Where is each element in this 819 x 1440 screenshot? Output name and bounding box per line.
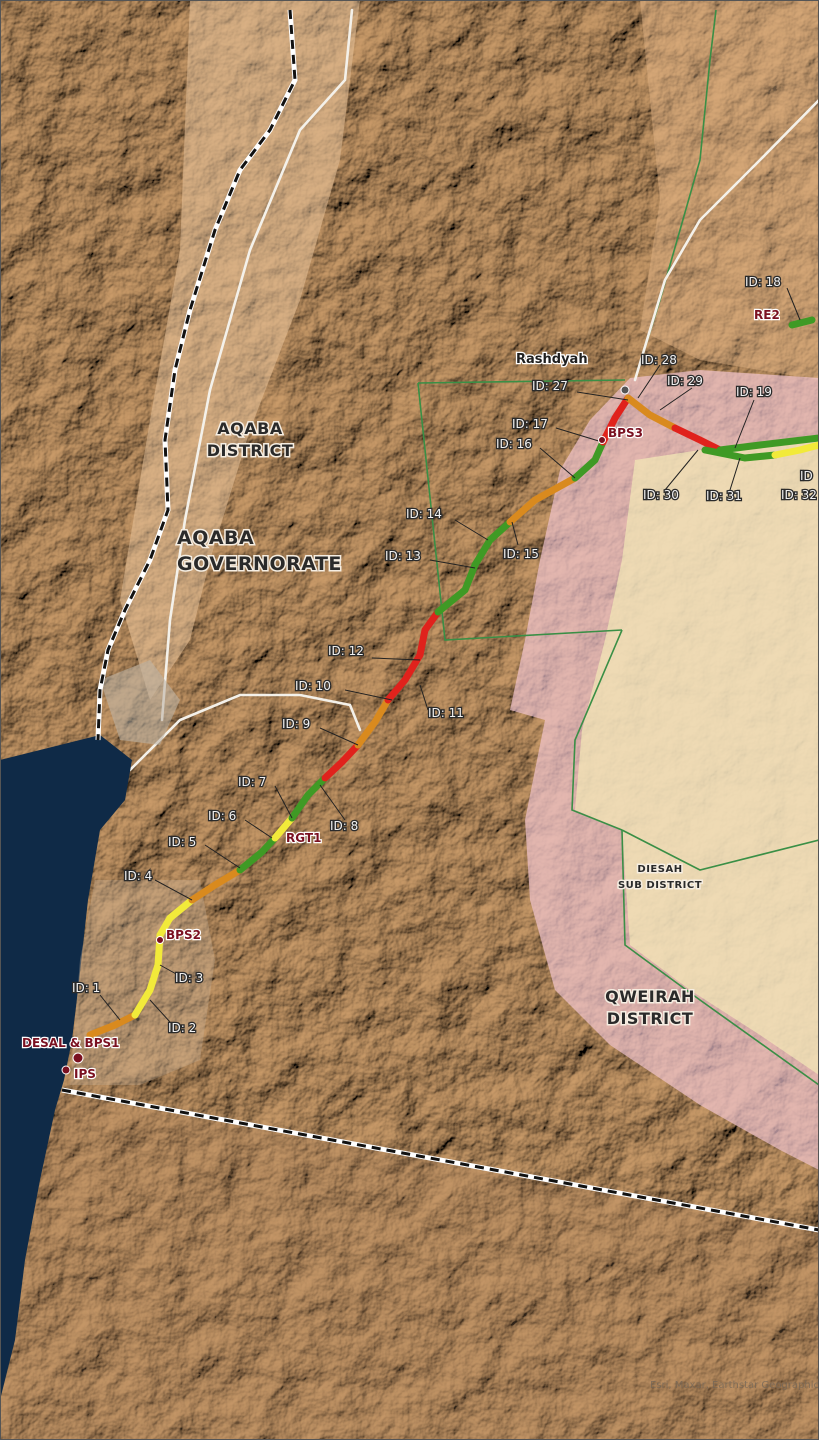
segment-9 xyxy=(354,696,392,749)
facility-labels: DESAL & BPS1 IPS BPS2 RGT1 BPS3 RE2 xyxy=(21,307,781,1082)
diesah-subdistrict-area xyxy=(575,440,819,1075)
id-label-7: ID: 7 xyxy=(238,775,266,789)
bps2-label: BPS2 xyxy=(166,928,201,942)
segment-14 xyxy=(506,474,579,526)
segment-18 xyxy=(788,316,816,329)
segment-16 xyxy=(599,394,632,446)
admin-labels: AQABA DISTRICT AQABA GOVERNORATE QWEIRAH… xyxy=(176,351,704,1030)
re2-label: RE2 xyxy=(754,308,780,322)
coastal-plain xyxy=(0,1090,819,1440)
leader-lines xyxy=(99,287,801,1023)
id-label-30: ID: 30 xyxy=(643,488,679,502)
ips-marker xyxy=(61,1065,71,1075)
rashdyah-label: Rashdyah xyxy=(516,352,588,367)
id-label-18: ID: 18 xyxy=(745,275,781,289)
id-label-17: ID: 17 xyxy=(512,417,548,431)
id-label-cut: ID xyxy=(800,469,813,483)
id-label-2: ID: 2 xyxy=(168,1021,196,1035)
admin-boundaries xyxy=(417,9,819,1086)
id-label-6: ID: 6 xyxy=(208,809,236,823)
qweirah-district-label-2: DISTRICT xyxy=(607,1009,694,1028)
facility-markers xyxy=(61,385,630,1075)
aqaba-district-label-1: AQABA xyxy=(217,419,283,438)
sand-plain-north xyxy=(120,0,360,700)
bps2-marker xyxy=(156,936,164,944)
aqaba-district-label-2: DISTRICT xyxy=(207,441,294,460)
segment-5 xyxy=(236,834,279,874)
segment-27 xyxy=(624,394,679,432)
ips-label: IPS xyxy=(74,1067,96,1081)
segment-6 xyxy=(271,814,296,842)
bps3-marker xyxy=(598,436,606,444)
id-label-1: ID: 1 xyxy=(72,981,100,995)
roads xyxy=(128,8,819,772)
segment-4b xyxy=(188,866,244,904)
id-label-28: ID: 28 xyxy=(641,353,677,367)
id-label-19: ID: 19 xyxy=(736,385,772,399)
segment-2 xyxy=(131,961,162,1019)
id-label-29: ID: 29 xyxy=(667,374,703,388)
id-label-15: ID: 15 xyxy=(503,547,539,561)
id-label-32: ID: 32 xyxy=(781,488,817,502)
pipeline xyxy=(86,316,819,1039)
bps3-label: BPS3 xyxy=(608,426,643,440)
aqaba-governorate-label-2: GOVERNORATE xyxy=(177,553,342,575)
aqaba-governorate-label-1: AQABA xyxy=(177,527,254,549)
segment-31 xyxy=(701,446,779,462)
id-label-8: ID: 8 xyxy=(330,819,358,833)
segment-3 xyxy=(154,914,174,969)
south-coast-area xyxy=(70,880,215,1085)
id-label-14: ID: 14 xyxy=(406,507,442,521)
id-label-27: ID: 27 xyxy=(532,379,568,393)
segment-id-labels: ID: 1 ID: 2 ID: 3 ID: 4 ID: 5 ID: 6 ID: … xyxy=(71,274,819,1037)
rgt1-label: RGT1 xyxy=(286,831,321,845)
id-label-11: ID: 11 xyxy=(428,706,464,720)
id-label-9: ID: 9 xyxy=(282,717,310,731)
segment-15 xyxy=(571,438,607,482)
diesah-label-2: SUB DISTRICT xyxy=(618,880,702,891)
desal-bps1-marker xyxy=(72,1052,84,1064)
segment-11 xyxy=(416,608,442,659)
segment-8 xyxy=(321,741,362,782)
id-label-16: ID: 16 xyxy=(496,437,532,451)
segment-32 xyxy=(771,441,819,459)
qweirah-district-label-1: QWEIRAH xyxy=(605,987,695,1006)
id-label-31: ID: 31 xyxy=(706,489,742,503)
desal-bps1-label: DESAL & BPS1 xyxy=(22,1036,120,1050)
segment-28 xyxy=(671,424,724,454)
rashdyah-marker xyxy=(620,385,630,395)
national-border xyxy=(61,9,819,1233)
id-label-4: ID: 4 xyxy=(124,869,152,883)
id-label-10: ID: 10 xyxy=(295,679,331,693)
aqaba-city-area xyxy=(100,660,180,745)
segment-10 xyxy=(384,651,424,704)
segment-4 xyxy=(166,896,196,922)
segment-13 xyxy=(471,518,514,569)
id-label-12: ID: 12 xyxy=(328,644,364,658)
id-label-13: ID: 13 xyxy=(385,549,421,563)
diesah-label-1: DIESAH xyxy=(637,864,682,875)
id-label-3: ID: 3 xyxy=(175,971,203,985)
map-attribution: Esri, Maxar, Earthstar Geographics xyxy=(650,1380,819,1391)
segment-1 xyxy=(86,1011,139,1039)
segment-12 xyxy=(434,561,479,616)
id-label-5: ID: 5 xyxy=(168,835,196,849)
segment-30 xyxy=(716,434,819,454)
segment-7 xyxy=(288,774,329,822)
